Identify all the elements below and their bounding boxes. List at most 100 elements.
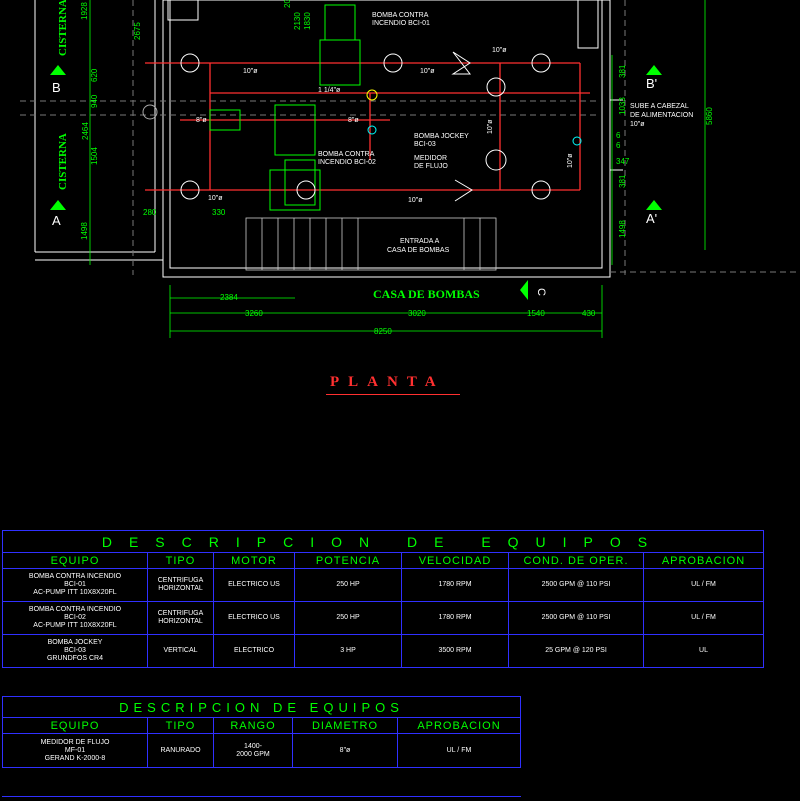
cell-cond: 25 GPM @ 120 PSI [508, 634, 644, 668]
floor-plan-drawing: BOMBA CONTRA INCENDIO BCI-01 BOMBA CONTR… [20, 0, 800, 338]
dim-left: 620 [90, 68, 99, 82]
label-entrada-2: CASA DE BOMBAS [387, 247, 450, 254]
label-medidor-2: DE FLUJO [414, 163, 448, 170]
dim-left: 1504 [90, 147, 99, 165]
section-markers [50, 65, 662, 210]
cisterna-bottom-label: CISTERNA [57, 133, 69, 190]
dim-left: 1498 [80, 222, 89, 240]
label-jockey-1: BOMBA JOCKEY [414, 133, 469, 140]
label-bci02-1: BOMBA CONTRA [318, 151, 375, 158]
section-a-prime-label: A' [646, 211, 657, 226]
equipment-table-meter: DESCRIPCION DE EQUIPOS EQUIPO TIPO RANGO… [2, 696, 521, 768]
label-bci02-2: INCENDIO BCI-02 [318, 159, 376, 166]
pipe-label: 8"ø [348, 117, 359, 124]
label-jockey-2: BCI-03 [414, 141, 436, 148]
pipe-label: 8"ø [196, 117, 207, 124]
pipe-label: 10"ø [243, 68, 258, 75]
dim-bottom: 2384 [220, 293, 238, 302]
pump-symbols [209, 4, 361, 211]
cell-tipo: RANURADO [147, 733, 214, 768]
cell-motor: ELECTRICO US [213, 601, 295, 635]
table1-header: EQUIPO [2, 552, 148, 569]
pipe-label: 1 1/4"ø [318, 87, 341, 94]
dim-top: 1830 [303, 12, 312, 30]
building-walls [34, 0, 623, 278]
dim-top: 2130 [293, 12, 302, 30]
section-b-prime-label: B' [646, 76, 657, 91]
section-c-label: C [535, 288, 547, 296]
cell-velocidad: 1780 RPM [401, 568, 509, 602]
cell-aprobacion: UL / FM [643, 568, 764, 602]
table3-top-border [2, 796, 521, 801]
dimension-values: 1928 2675 620 940 2464 1504 1498 2130 18… [80, 0, 714, 336]
dim-right: 6 [616, 141, 621, 150]
dim-top: 20 [283, 0, 292, 8]
table1-header: COND. DE OPER. [508, 552, 644, 569]
cell-cond: 2500 GPM @ 110 PSI [508, 601, 644, 635]
dim-bottom: 3260 [245, 309, 263, 318]
cell-diametro: 8"ø [292, 733, 398, 768]
table1-header: MOTOR [213, 552, 295, 569]
label-entrada-1: ENTRADA A [400, 238, 440, 245]
label-medidor-1: MEDIDOR [414, 155, 447, 162]
cell-aprobacion: UL / FM [397, 733, 521, 768]
dim-left: 940 [90, 94, 99, 108]
table2-header: RANGO [213, 717, 293, 734]
cell-potencia: 3 HP [294, 634, 402, 668]
pipe-diameter-labels: 10"ø 10"ø 10"ø 1 1/4"ø 8"ø 8"ø 10"ø 10"ø… [196, 47, 574, 204]
center-lines [20, 0, 800, 275]
cisterna-top-label: CISTERNA [57, 0, 69, 56]
pipe-label: 10"ø [408, 197, 423, 204]
dim-bottom: 3020 [408, 309, 426, 318]
label-sube-1: SUBE A CABEZAL [630, 103, 689, 110]
table1-header: TIPO [147, 552, 214, 569]
cell-motor: ELECTRICO US [213, 568, 295, 602]
cisterna-labels: CISTERNA CISTERNA [57, 0, 69, 190]
table1-title: DESCRIPCION DE EQUIPOS [2, 530, 764, 553]
table2-title: DESCRIPCION DE EQUIPOS [2, 696, 521, 718]
pipe-label: 10"ø [487, 119, 494, 134]
dim-right: 381 [618, 64, 627, 78]
label-bci01-2: INCENDIO BCI-01 [372, 20, 430, 27]
dim-right: 6 [616, 131, 621, 140]
dim-bottom: 1540 [527, 309, 545, 318]
dim-bottom: 280 [143, 208, 157, 217]
cell-aprobacion: UL / FM [643, 601, 764, 635]
table1-header: VELOCIDAD [401, 552, 509, 569]
label-sube-3: 10"ø [630, 121, 645, 128]
equipment-table-pumps: DESCRIPCION DE EQUIPOS EQUIPO TIPO MOTOR… [2, 530, 764, 668]
dim-left: 2675 [133, 22, 142, 40]
cell-cond: 2500 GPM @ 110 PSI [508, 568, 644, 602]
section-b-label: B [52, 80, 61, 95]
cell-rango: 1400-2000 GPM [213, 733, 293, 768]
cell-motor: ELECTRICO [213, 634, 295, 668]
table2-header: APROBACION [397, 717, 521, 734]
dim-bottom: 8250 [374, 327, 392, 336]
cell-tipo: VERTICAL [147, 634, 214, 668]
pipe-network [145, 62, 590, 191]
casa-de-bombas-title: CASA DE BOMBAS [373, 287, 480, 301]
dim-right: 381 [618, 174, 627, 188]
label-sube-2: DE ALIMENTACION [630, 112, 693, 119]
equipment-labels: BOMBA CONTRA INCENDIO BCI-01 BOMBA CONTR… [318, 12, 693, 254]
table1-header: APROBACION [643, 552, 764, 569]
cell-velocidad: 1780 RPM [401, 601, 509, 635]
pipe-label: 10"ø [208, 195, 223, 202]
valve-symbols [142, 51, 582, 202]
section-letters: B A B' A' [52, 76, 657, 228]
table1-header: POTENCIA [294, 552, 402, 569]
dimension-lines [89, 0, 706, 338]
dim-right: 1033 [618, 97, 627, 115]
dim-left: 2464 [81, 122, 90, 140]
planta-underline [326, 394, 460, 395]
